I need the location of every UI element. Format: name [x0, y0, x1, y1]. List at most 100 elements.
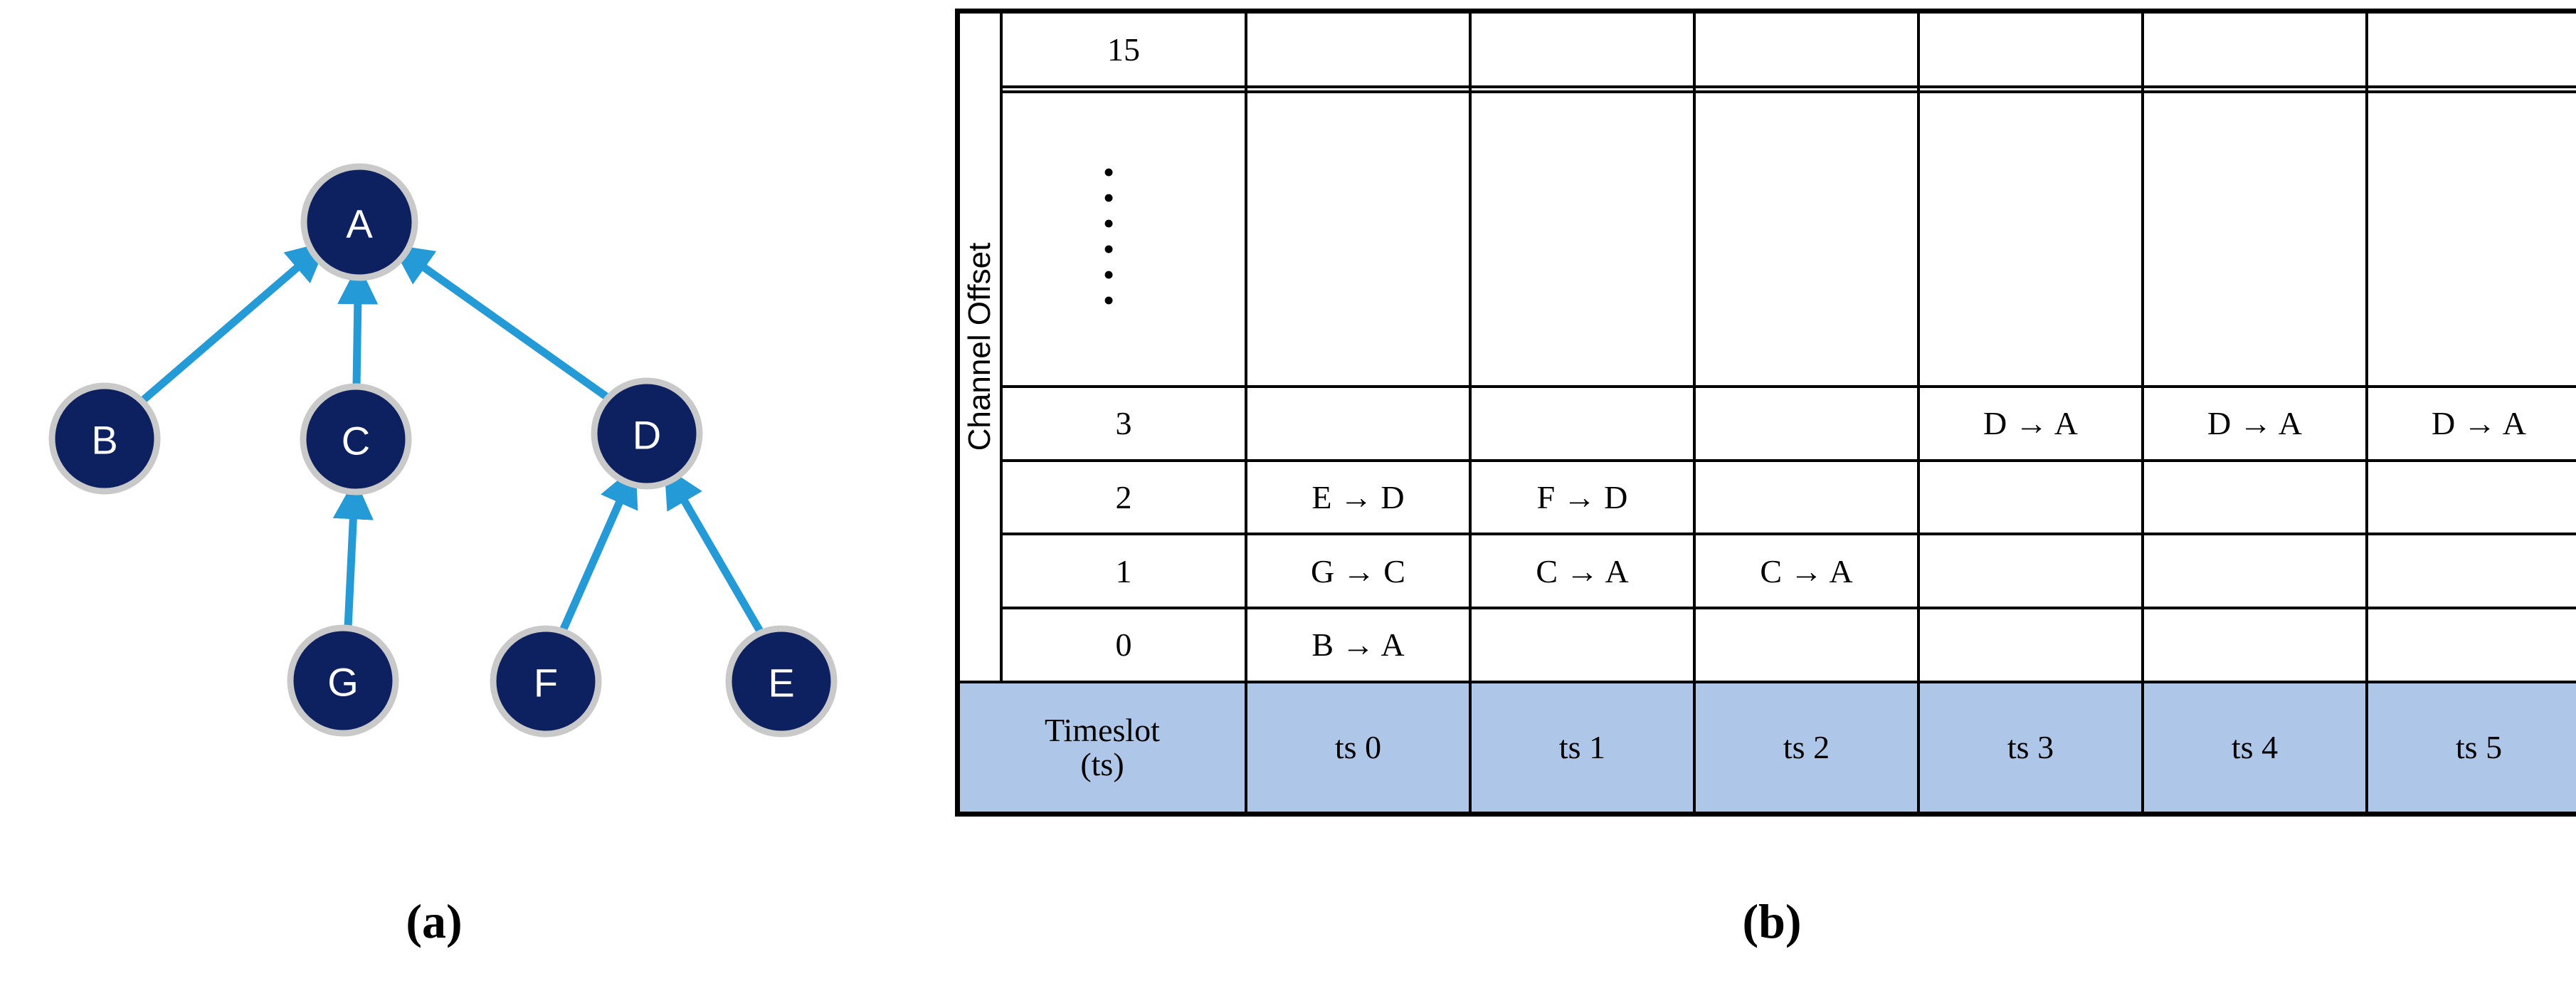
schedule-cell[interactable] — [2365, 458, 2576, 536]
channel-offset-label: 0 — [1000, 607, 1247, 683]
vertical-ellipsis-icon: ••• ••• — [1102, 154, 1115, 318]
schedule-cell[interactable] — [1917, 90, 2144, 388]
timeslot-header-cell[interactable]: ts 5 — [2365, 680, 2576, 816]
node-circle-d — [591, 377, 703, 490]
table-row: 2 E → D F → D — [958, 458, 2576, 536]
schedule-cell[interactable] — [1693, 9, 1920, 88]
panel-a-topology: A B C D G F E — [0, 0, 954, 986]
node-label-d: D — [633, 413, 661, 458]
graph-node-e[interactable]: E — [725, 625, 838, 738]
node-circle-c — [300, 383, 412, 495]
schedule-cell[interactable] — [1693, 90, 1920, 388]
schedule-cell[interactable] — [1693, 607, 1920, 683]
channel-offset-axis-title-cell: Channel Offset — [956, 9, 1003, 683]
node-label-c: C — [342, 419, 370, 463]
timeslot-label-line2: (ts) — [1080, 745, 1124, 782]
table-row: 3 D → A D → A D → A — [958, 384, 2576, 462]
schedule-cell[interactable] — [1469, 9, 1696, 88]
topology-edges — [139, 241, 765, 636]
schedule-cell[interactable] — [1469, 85, 1696, 94]
graph-node-b[interactable]: B — [48, 382, 161, 495]
schedule-cell[interactable] — [2141, 9, 2368, 88]
timeslot-header-cell[interactable]: ts 2 — [1693, 680, 1920, 816]
panel-b-schedule: Channel Offset 15 — [955, 9, 2576, 948]
schedule-cell[interactable]: E → D — [1245, 458, 1472, 536]
panel-caption-a: (a) — [406, 894, 463, 948]
node-circle-a — [300, 163, 418, 281]
schedule-cell[interactable] — [1693, 458, 1920, 536]
schedule-cell[interactable] — [2365, 85, 2576, 94]
schedule-cell[interactable] — [2365, 533, 2576, 609]
channel-offset-axis-title: Channel Offset — [962, 242, 997, 451]
schedule-cell[interactable] — [2365, 9, 2576, 88]
node-label-a: A — [346, 201, 373, 246]
graph-node-d[interactable]: D — [591, 377, 703, 490]
schedule-cell[interactable]: F → D — [1469, 458, 1696, 536]
schedule-table: Channel Offset 15 — [955, 9, 2576, 817]
schedule-cell[interactable] — [1245, 85, 1472, 94]
timeslot-label-line1: Timeslot — [1045, 711, 1160, 748]
graph-node-f[interactable]: F — [490, 625, 602, 738]
schedule-cell[interactable]: B → A — [1245, 607, 1472, 683]
channel-offset-label: 1 — [1000, 533, 1247, 609]
timeslot-header-cell[interactable]: ts 4 — [2141, 680, 2368, 816]
schedule-cell[interactable] — [1469, 607, 1696, 683]
timeslot-header-cell[interactable]: ts 1 — [1469, 680, 1696, 816]
node-label-b: B — [91, 418, 117, 463]
schedule-cell[interactable] — [2141, 90, 2368, 388]
panel-caption-b: (b) — [1742, 894, 1802, 948]
schedule-cell[interactable]: D → A — [2141, 384, 2368, 462]
node-circle-e — [725, 625, 838, 738]
table-row: 1 G → C C → A C → A — [958, 533, 2576, 609]
schedule-cell[interactable] — [1469, 90, 1696, 388]
node-label-g: G — [327, 660, 359, 705]
edge-f-to-d — [558, 465, 638, 634]
schedule-cell[interactable] — [1245, 384, 1472, 462]
node-label-f: F — [534, 661, 558, 706]
schedule-cell[interactable]: C → A — [1469, 533, 1696, 609]
table-row: ••• ••• — [958, 90, 2576, 388]
timeslot-header-row: Timeslot (ts) ts 0 ts 1 ts 2 ts 3 ts 4 t… — [956, 680, 2576, 816]
timeslot-header-cell[interactable]: ts 0 — [1245, 680, 1472, 816]
schedule-cell[interactable] — [1469, 384, 1696, 462]
schedule-cell[interactable] — [1917, 607, 2144, 683]
channel-offset-label: 3 — [1000, 384, 1247, 462]
node-circle-g — [287, 624, 399, 737]
schedule-cell[interactable]: D → A — [2365, 384, 2576, 462]
edge-g-to-c — [332, 478, 374, 629]
graph-node-c[interactable]: C — [300, 383, 412, 495]
schedule-cell[interactable] — [1917, 533, 2144, 609]
schedule-cell[interactable] — [1917, 85, 2144, 94]
graph-node-a[interactable]: A — [300, 163, 418, 281]
schedule-cell[interactable] — [2141, 458, 2368, 536]
schedule-cell[interactable] — [2141, 607, 2368, 683]
channel-offset-ellipsis: ••• ••• — [1000, 90, 1247, 388]
edge-e-to-d — [664, 466, 765, 636]
topology-graph: A B C D G F E — [48, 163, 838, 738]
edge-d-to-a — [391, 244, 609, 400]
channel-offset-label — [1000, 85, 1247, 94]
table-row — [958, 85, 2576, 94]
timeslot-header-cell[interactable]: ts 3 — [1917, 680, 2144, 816]
table-row: 0 B → A — [958, 607, 2576, 683]
schedule-cell[interactable] — [1917, 9, 2144, 88]
schedule-cell[interactable]: G → C — [1245, 533, 1472, 609]
channel-offset-label: 15 — [1000, 9, 1247, 88]
node-circle-b — [48, 382, 161, 495]
schedule-cell[interactable] — [1245, 90, 1472, 388]
schedule-cell[interactable] — [1917, 458, 2144, 536]
edge-b-to-a — [139, 241, 328, 404]
schedule-cell[interactable] — [2141, 533, 2368, 609]
schedule-cell[interactable] — [1693, 85, 1920, 94]
schedule-cell[interactable] — [1245, 9, 1472, 88]
schedule-cell[interactable]: D → A — [1917, 384, 2144, 462]
schedule-cell[interactable] — [2365, 90, 2576, 388]
graph-node-g[interactable]: G — [287, 624, 399, 737]
channel-offset-label: 2 — [1000, 458, 1247, 536]
table-row: Channel Offset 15 — [956, 9, 2576, 683]
schedule-cell[interactable] — [1693, 384, 1920, 462]
schedule-cell[interactable] — [2365, 607, 2576, 683]
schedule-cell[interactable]: C → A — [1693, 533, 1920, 609]
schedule-cell[interactable] — [2141, 85, 2368, 94]
edge-c-to-a — [337, 263, 379, 387]
